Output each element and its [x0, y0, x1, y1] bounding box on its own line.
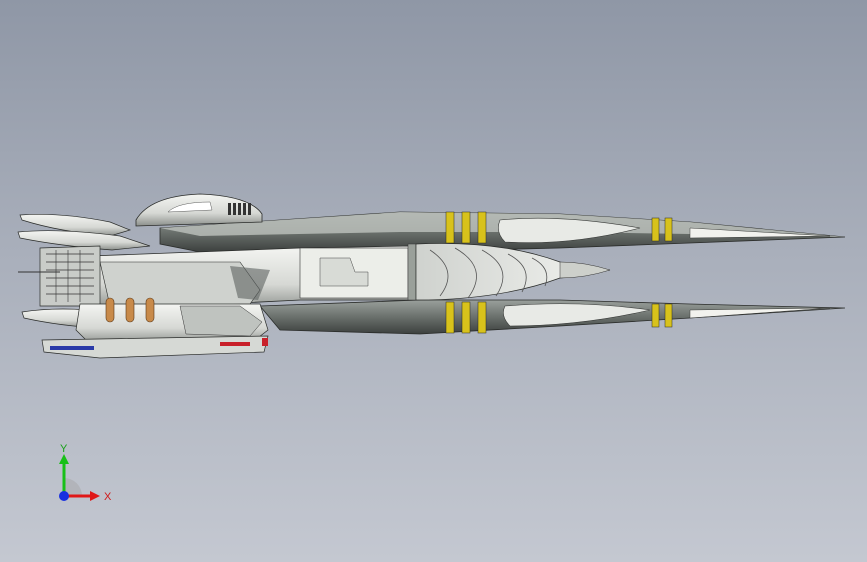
upper-blade-stripes [445, 211, 673, 244]
x-axis-label: X [104, 491, 112, 503]
lower-blade [259, 299, 846, 335]
x-axis-arrow-icon [90, 491, 100, 501]
axis-triad: Y X [59, 443, 112, 503]
dome-vents [228, 203, 251, 215]
turbine-fan [415, 243, 611, 301]
lower-hull [41, 297, 269, 359]
copper-pipes [105, 297, 155, 323]
y-axis-arrow-icon [59, 454, 69, 464]
spaceship-model[interactable] [17, 193, 846, 359]
upper-blade [159, 211, 846, 253]
engine-grille [46, 250, 94, 302]
lower-blade-stripes [445, 301, 673, 334]
cockpit-dome [135, 193, 263, 227]
y-axis-label: Y [60, 443, 68, 455]
triad-plane-arc [64, 478, 82, 496]
z-axis-dot-icon [59, 491, 69, 501]
central-fuselage [89, 243, 611, 311]
